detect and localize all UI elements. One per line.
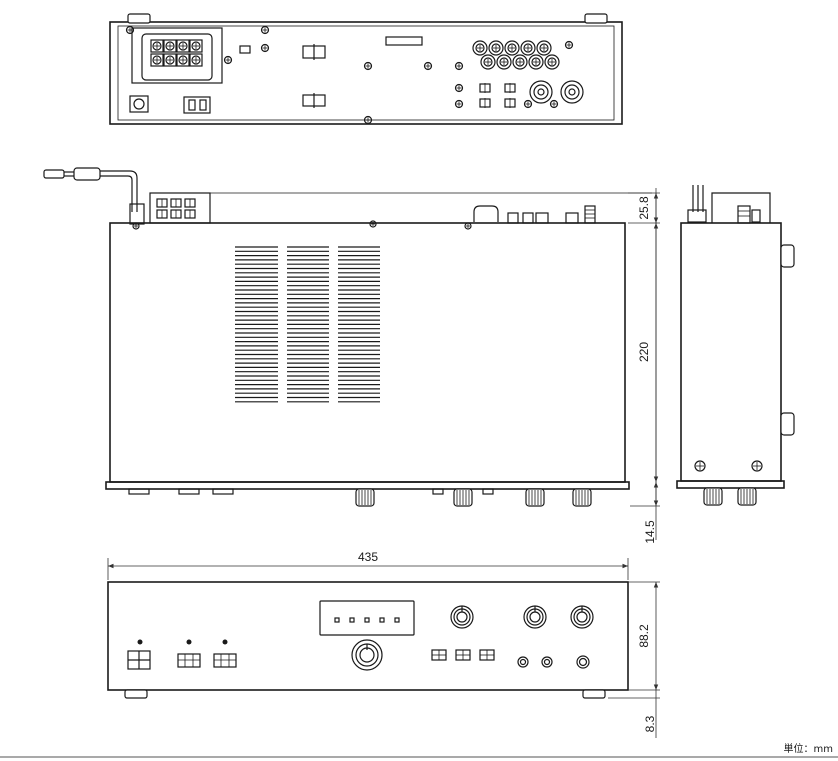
power-cord [43,167,145,225]
front-knobs [355,488,592,507]
rear-screws [125,25,574,125]
dim-rear-protrusion: 25.8 [637,196,651,220]
ventilation-slots [235,246,380,403]
side-view [676,185,795,506]
rear-connectors [472,40,584,108]
dimension-lines: 25.8 220 14.5 435 88.2 8.3 [107,188,660,738]
display-window [319,600,415,636]
dim-front-protrusion: 14.5 [643,520,657,544]
front-view [107,581,629,699]
dim-depth: 220 [637,342,651,362]
top-view [109,13,623,125]
dim-foot-height: 8.3 [643,715,657,732]
dim-height: 88.2 [637,624,651,648]
unit-label: 単位：mm [784,742,833,755]
power-switch [127,639,151,670]
main-volume-knob [351,639,383,671]
dim-width: 435 [358,550,378,564]
plan-view [43,167,652,507]
terminal-block [131,27,223,84]
